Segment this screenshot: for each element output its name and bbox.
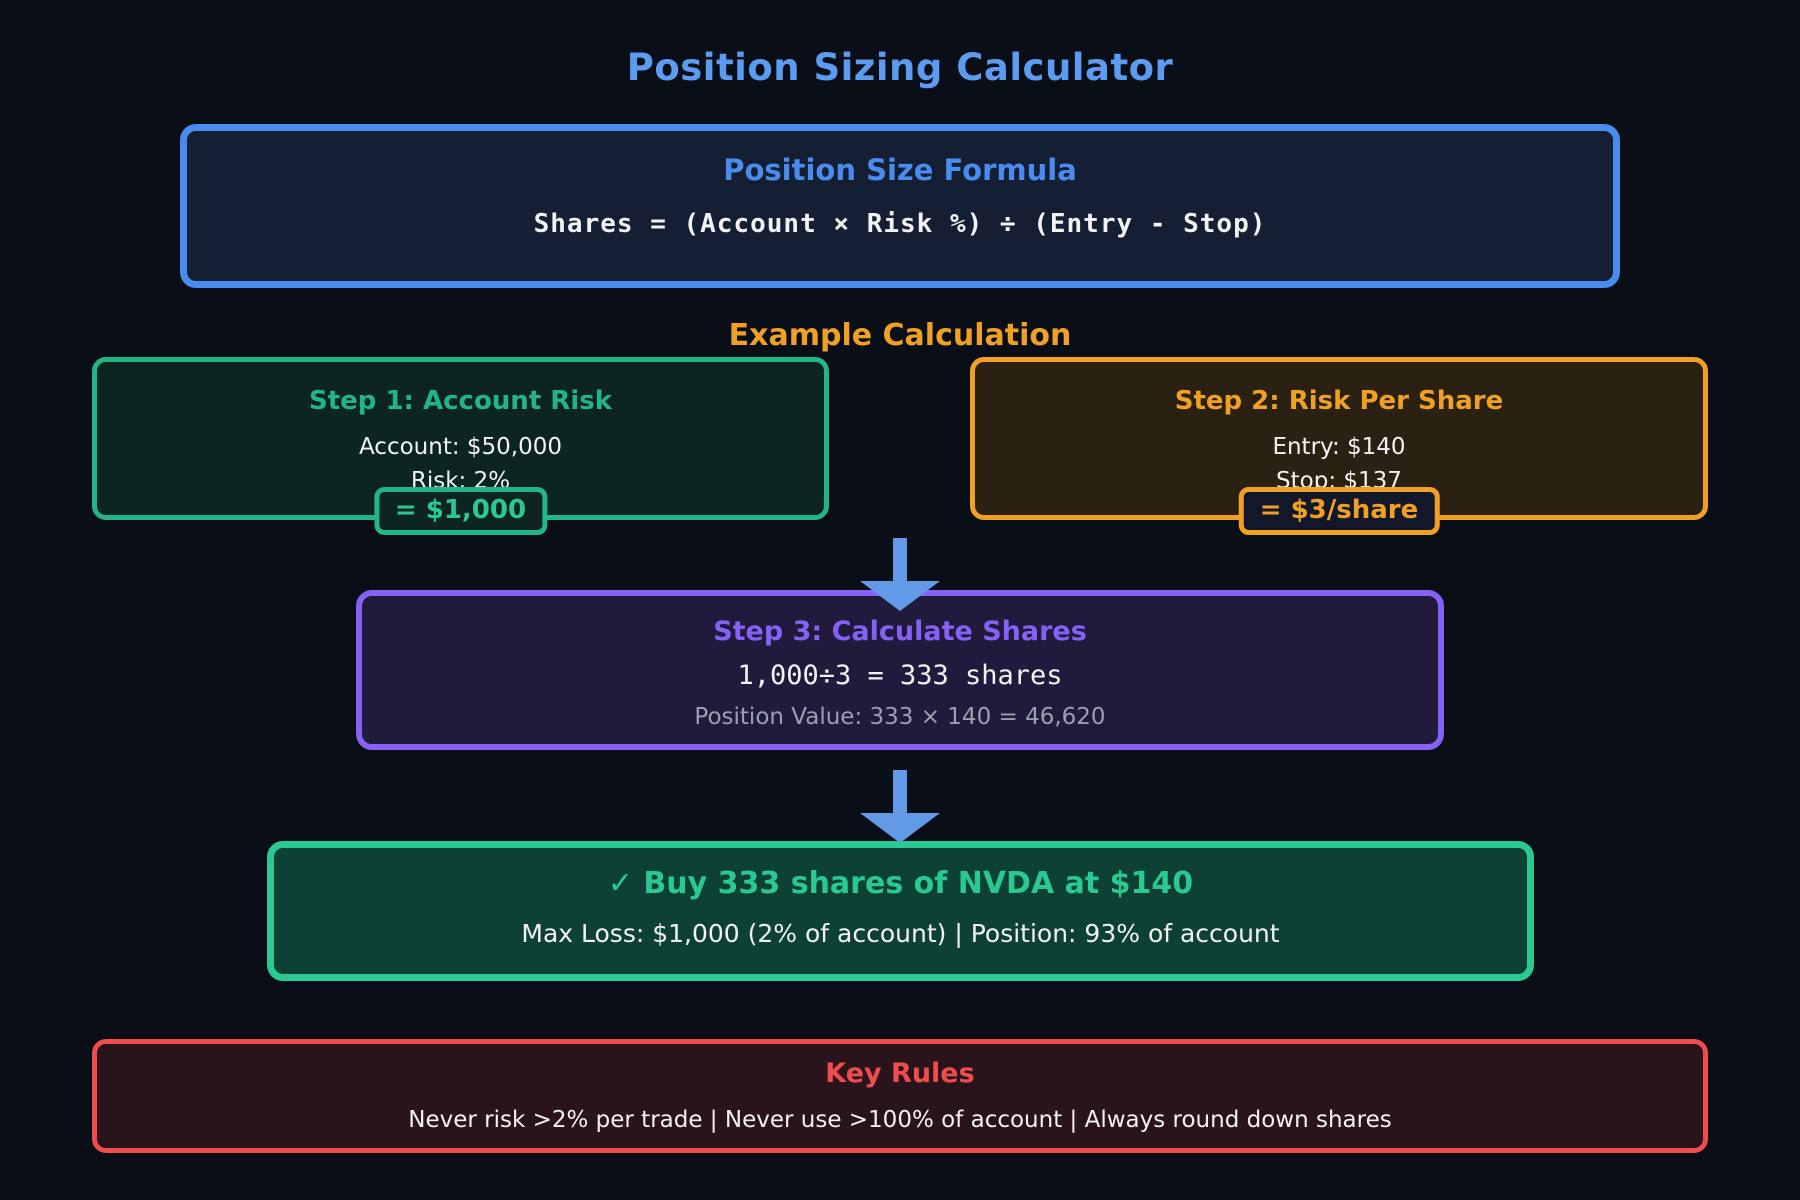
step3-calculation: 1,000÷3 = 333 shares bbox=[737, 660, 1063, 691]
result-title: ✓ Buy 333 shares of NVDA at $140 bbox=[607, 866, 1194, 901]
step2-entry-line: Entry: $140 bbox=[1272, 434, 1406, 460]
down-arrow-head bbox=[860, 581, 940, 611]
step1-account-line: Account: $50,000 bbox=[358, 434, 563, 460]
step2-result-badge: = $3/share bbox=[1238, 487, 1440, 535]
step2-title: Step 2: Risk Per Share bbox=[1174, 386, 1504, 416]
step1-title: Step 1: Account Risk bbox=[309, 386, 612, 416]
formula-box: Position Size Formula Shares = (Account … bbox=[180, 124, 1620, 288]
key-rules-box: Key Rules Never risk >2% per trade | Nev… bbox=[92, 1039, 1708, 1153]
down-arrow-1 bbox=[860, 538, 940, 611]
page-title: Position Sizing Calculator bbox=[626, 46, 1174, 89]
down-arrow-shaft bbox=[893, 770, 907, 813]
step3-position-value: Position Value: 333 × 140 = 46,620 bbox=[694, 704, 1106, 730]
step1-account-risk-box: Step 1: Account Risk Account: $50,000 Ri… bbox=[92, 357, 829, 535]
result-box: ✓ Buy 333 shares of NVDA at $140 Max Los… bbox=[267, 841, 1534, 981]
step1-result-badge: = $1,000 bbox=[373, 487, 548, 535]
down-arrow-head bbox=[860, 813, 940, 843]
key-rules-text: Never risk >2% per trade | Never use >10… bbox=[408, 1107, 1392, 1133]
formula-box-title: Position Size Formula bbox=[723, 153, 1077, 187]
down-arrow-shaft bbox=[893, 538, 907, 581]
down-arrow-2 bbox=[860, 770, 940, 843]
result-detail: Max Loss: $1,000 (2% of account) | Posit… bbox=[521, 919, 1280, 948]
formula-text: Shares = (Account × Risk %) ÷ (Entry - S… bbox=[533, 209, 1267, 239]
step3-calculate-shares-box: Step 3: Calculate Shares 1,000÷3 = 333 s… bbox=[356, 590, 1444, 750]
step2-risk-per-share-box: Step 2: Risk Per Share Entry: $140 Stop:… bbox=[970, 357, 1708, 535]
key-rules-title: Key Rules bbox=[825, 1058, 975, 1089]
step3-title: Step 3: Calculate Shares bbox=[713, 616, 1087, 647]
example-heading: Example Calculation bbox=[728, 318, 1072, 353]
